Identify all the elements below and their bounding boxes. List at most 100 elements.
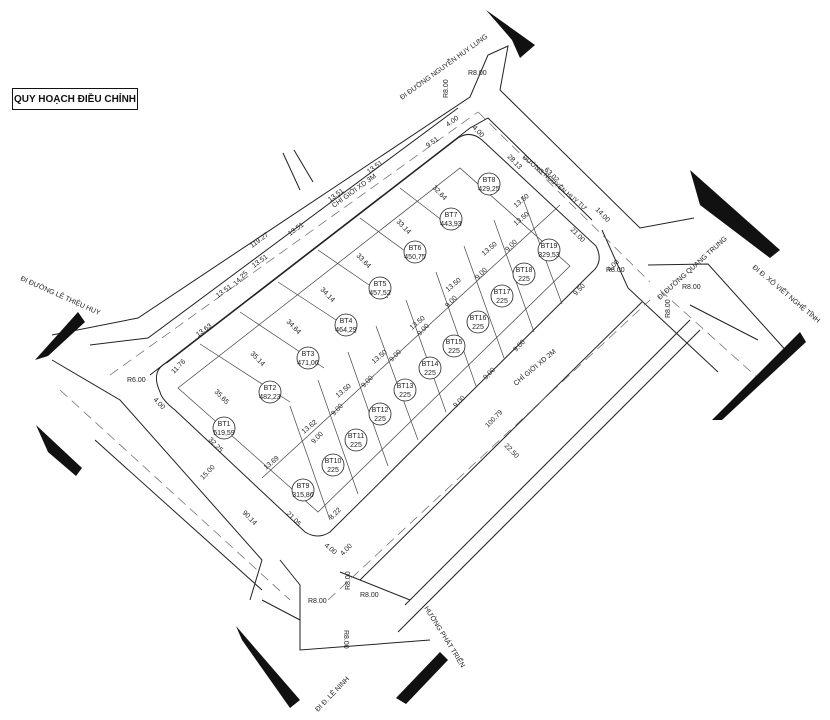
lot-circle [291,478,315,502]
mid-row-labels: 13.50 13.50 13.50 13.50 13.50 13.50 13.5… [263,193,531,472]
radius-label: R8.00 [682,284,701,291]
dim-label: 119.27 [249,232,270,250]
lot-id: BT15 [446,339,463,346]
lot-area: 482,23 [259,394,281,401]
radius-label: R6.00 [127,377,146,384]
dim-label: 9.51 [425,136,440,150]
lot-circle [344,428,368,452]
dim-label: 4.00 [339,543,354,558]
dim-label: 4.00 [445,115,460,129]
lot-id: BT10 [325,458,342,465]
lot-circle [368,276,392,300]
dim-label: 13.63 [195,323,213,339]
lot-bt4: BT4 464,29 [334,313,358,337]
lot-area: 225 [327,467,339,474]
lot-area: 225 [448,348,460,355]
dim-label: 13.51 [287,222,305,238]
lot-id: BT4 [340,318,353,325]
arrow-quang-trung [690,170,780,258]
dim-label: 35.65 [213,389,230,407]
lot-circle [296,346,320,370]
dim-label: 9.00 [444,295,459,310]
dim-label: 21.05 [285,511,302,529]
lot-id: BT16 [470,315,487,322]
label-road-le-ninh: ĐI Đ. LÊ NINH [313,674,351,713]
lot-area: 225 [350,442,362,449]
lot-circle [512,262,536,286]
dim-label: 9.00 [330,403,345,418]
plan-title: QUY HOẠCH ĐIỀU CHỈNH [12,88,138,110]
lot-bt10: BT10 225 [321,453,345,477]
radius-label: R8.00 [360,592,379,599]
lot-bt15: BT15 225 [442,334,466,358]
lot-id: BT14 [422,361,439,368]
dim-label: 34.64 [285,319,302,337]
lot-area: 225 [472,324,484,331]
lot-id: BT8 [483,177,496,184]
dim-label: 33.64 [355,253,372,271]
lot-circle [418,356,442,380]
radius-label: R8.00 [665,299,672,318]
lot-circle [477,172,501,196]
radius-label: R8.00 [342,630,349,649]
dim-label: 13.50 [513,211,531,228]
dim-label: 14.25 [232,270,249,288]
lot-circle [393,378,417,402]
block-boundary [155,134,600,537]
dim-label: 21.00 [569,227,586,245]
radius-labels: R8.00 R8.00 R8.00 R8.00 R8.00 R6.00 R8.0… [127,70,701,649]
lot-bt11: BT11 225 [344,428,368,452]
lot-bt17: BT17 225 [490,284,514,308]
dim-label: 9.00 [504,239,519,254]
lot-id: BT11 [348,433,364,440]
label-road-xo-viet-nghe-tinh: ĐI Đ. XÔ VIẾT NGHỆ TĨNH [751,262,823,325]
label-road-le-thieu-huy: ĐI ĐƯỜNG LÊ THIỆU HUY [19,274,102,318]
lot-id: BT9 [297,483,310,490]
dim-label: 100.79 [484,409,504,429]
lot-area: 519,59 [213,430,235,437]
diagonal-labels: 32.64 33.14 33.64 34.14 34.64 35.14 35.6… [213,185,448,407]
dim-label: 13.62 [301,419,319,436]
dim-label: 15.00 [199,464,216,482]
dim-label: 9.00 [310,431,325,446]
lot-area: 443,93 [440,221,462,228]
lot-circle [212,416,236,440]
radius-label: R8.00 [468,70,487,77]
radius-label: R8.00 [308,598,327,605]
label-road-quang-trung: ĐI ĐƯỜNG QUANG TRUNG [655,234,729,301]
dim-label: 9.50 [572,283,587,298]
lot-area: 225 [496,298,508,305]
lot-id: BT17 [494,289,511,296]
arrow-xo-viet-nghe-tinh [712,332,806,420]
lot-circle [490,284,514,308]
dim-label: 28.13 [506,154,523,172]
radius-label: R8.00 [606,267,625,274]
lot-area: 225 [374,416,386,423]
arrow-le-ninh [236,626,300,708]
lot-area: 329,53 [538,252,560,259]
lot-bt16: BT16 225 [466,310,490,334]
lot-area: 315,86 [292,492,314,499]
lot-area: 225 [399,392,411,399]
label-setback-bottom: CHỈ GIỚI XD 2M [512,347,558,388]
dim-label: 13.50 [481,241,499,258]
lot-circle [368,402,392,426]
lot-circle [258,380,282,404]
dim-label: 33.14 [395,219,412,237]
dim-label: 35.14 [249,351,266,369]
lot-circle [439,207,463,231]
lot-area: 464,29 [335,327,357,334]
lot-markers: BT1519,59BT2482,23BT3471,06BT4464,29BT54… [212,172,561,502]
dim-label: 13.51 [366,160,384,176]
lot-id: BT1 [218,421,231,428]
dim-label: 11.76 [170,358,187,375]
dim-label: 9.00 [512,339,527,354]
